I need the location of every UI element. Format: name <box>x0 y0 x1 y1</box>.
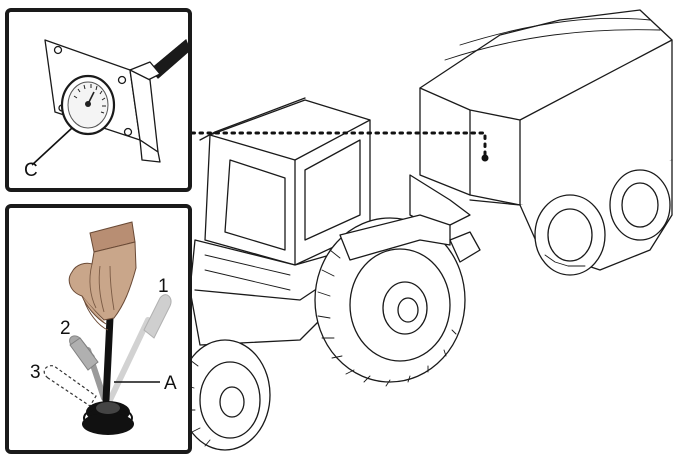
tractor-baler-illustration <box>180 10 672 450</box>
pressure-gauge-icon <box>62 76 114 134</box>
position-3-label: 3 <box>30 362 41 383</box>
gauge-inset: C <box>7 10 190 190</box>
gauge-location-dot <box>482 155 489 162</box>
position-1-label: 1 <box>158 276 169 297</box>
lever-inset: 1 2 3 A <box>7 206 190 452</box>
position-2-label: 2 <box>60 318 71 339</box>
lever-label: A <box>164 373 177 394</box>
gauge-label: C <box>24 160 38 181</box>
